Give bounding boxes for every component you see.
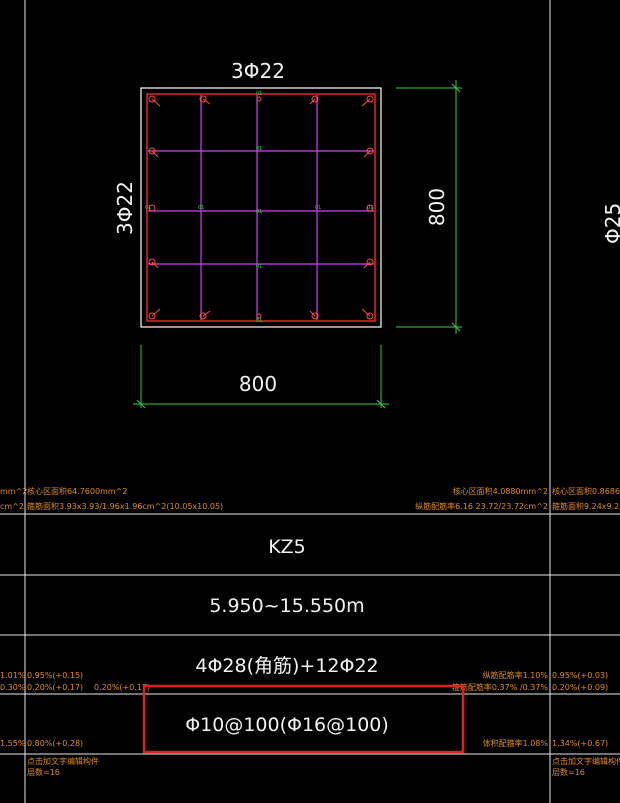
side-rebar-label: 3Φ22 [113,181,137,235]
height-dim-text: 800 [425,188,449,226]
bot-right-a: 体积配箍率1.08% [483,738,549,748]
column-outline [140,87,382,328]
stirrup-highlight-box [142,684,465,754]
column-longitudinal-rebar: 4Φ28(角筋)+12Φ22 [195,655,378,677]
right-edge-label: Φ25 [601,203,620,244]
anno-left-r2: cm^2 [0,502,24,511]
svg-text:01: 01 [367,205,373,211]
bot-left-a: 1.55% [0,739,26,748]
outer-stirrup [146,93,376,322]
ratio-right-c: 箍筋配筋率0.37% /0.37% [452,682,548,692]
column-stirrup-rebar[interactable]: Φ10@100(Φ16@100) [185,714,389,736]
ratio-right-b: 0.95%(+0.03) [552,671,608,680]
anno-mid-right-r1: 核心区面积4.0880mm^2 [453,486,548,496]
note-right-1: 点击加文字编辑构件 [552,756,620,766]
column-elevation: 5.950~15.550m [209,595,364,617]
anno-right-r1: 核心区面积0.868624mm [552,486,620,496]
svg-text:01: 01 [256,264,262,270]
bot-right-b: 1.34%(+0.67) [552,739,608,748]
width-dim-text: 800 [239,372,277,396]
svg-text:01: 01 [256,318,262,324]
ratio-left-e: 0.20%(+0.17) [94,683,150,692]
anno-mid-right-r2: 纵筋配筋率6.16 23.72/23.72cm^2 [415,501,548,511]
tie-grid [148,95,374,320]
anno-right-r2: 箍筋面积9.24x9.24 [552,501,620,511]
svg-text:01: 01 [256,91,262,97]
anno-mid-left-r2: 箍筋面积3.93x3.93/1.96x1.96cm^2(10.05x10.05) [27,501,223,511]
svg-text:01: 01 [256,209,262,215]
column-section: 01 01 01 01 01 01 01 01 01 [140,87,382,328]
ratio-left-d: 0.20%(+0.17) [27,683,83,692]
bar-tags: 01 01 01 01 01 01 01 01 01 [145,91,373,324]
column-name: KZ5 [268,536,306,558]
note-left-2: 层数=16 [27,767,60,777]
svg-text:01: 01 [145,205,151,211]
bot-left-b: 0.80%(+0.28) [27,739,83,748]
annotation-group: mm^2 cm^2 核心区面积64.7600mm^2 箍筋面积3.93x3.93… [0,486,620,777]
anno-left-r1: mm^2 [0,487,27,496]
height-dimension [396,80,462,334]
ratio-right-a: 纵筋配筋率1.10% [483,670,549,680]
stirrup-hooks [151,98,371,317]
ratio-left-b: 0.95%(+0.15) [27,671,83,680]
note-left-1: 点击加文字编辑构件 [27,756,99,766]
svg-text:01: 01 [256,146,262,152]
rebar-bars [148,95,374,320]
anno-mid-left-r1: 核心区面积64.7600mm^2 [27,486,127,496]
svg-text:01: 01 [315,205,321,211]
ratio-right-d: 0.20%(+0.09) [552,683,608,692]
ratio-left-c: 0.30% [0,683,26,692]
note-right-2: 层数=16 [552,767,585,777]
top-rebar-label: 3Φ22 [231,59,285,83]
svg-text:01: 01 [198,205,204,211]
ratio-left-a: 1.01% [0,671,26,680]
width-dimension [133,345,389,409]
